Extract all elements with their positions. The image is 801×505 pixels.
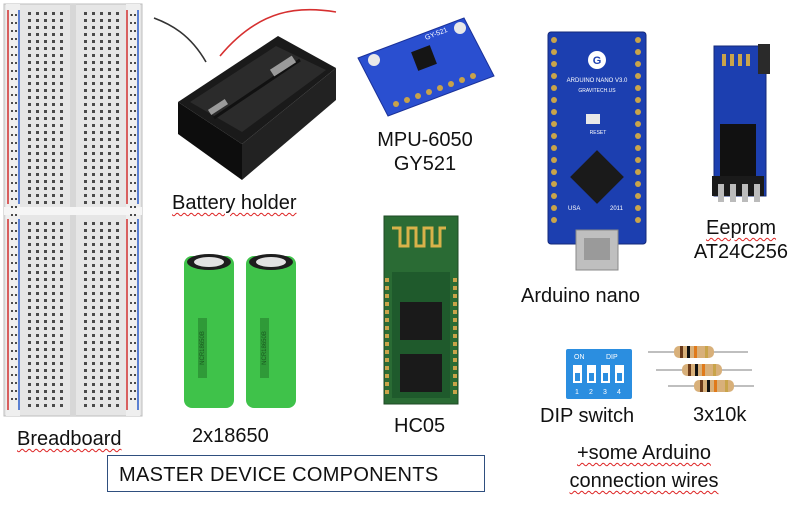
nano-print: ARDUINO NANO V3.0 — [567, 78, 628, 84]
wires-note-line2: connection wires — [569, 470, 719, 492]
mpu6050-label: MPU-6050 GY521 — [368, 128, 482, 176]
mpu6050-label-line1: MPU-6050 — [377, 129, 473, 151]
breadboard-label: Breadboard — [17, 428, 122, 450]
dip-number-3: 3 — [603, 389, 607, 396]
wires-note-line1: +some Arduino — [577, 442, 711, 464]
dip-number-2: 2 — [589, 389, 593, 396]
arduino-nano-label: Arduino nano — [521, 285, 640, 307]
eeprom-image — [708, 44, 772, 204]
mpu6050-image: GY-521 — [352, 12, 498, 120]
nano-year: 2011 — [610, 206, 624, 212]
title-text: MASTER DEVICE COMPONENTS — [119, 464, 439, 486]
arduino-nano-image: G ARDUINO NANO V3.0 GRAVITECH.US RESET U… — [546, 30, 652, 274]
battery-holder-image — [150, 4, 340, 190]
resistors-image — [648, 340, 754, 402]
cell-a-print: NCR18650B — [200, 331, 206, 365]
nano-brand: GRAVITECH.US — [578, 88, 616, 94]
dip-on-text: ON — [574, 354, 585, 361]
eeprom-label-line2: AT24C256 — [693, 241, 789, 263]
resistors-label: 3x10k — [693, 404, 747, 426]
svg-text:G: G — [593, 55, 602, 67]
battery-cells-image: NCR18650B NCR18650B — [178, 248, 306, 410]
dip-switch-image: ON DIP 1 2 3 4 — [566, 349, 632, 399]
nano-usa: USA — [568, 206, 580, 212]
battery-cells-label: 2x18650 — [192, 425, 269, 447]
dip-number-4: 4 — [617, 389, 621, 396]
dip-dip-text: DIP — [606, 354, 618, 361]
title-box: MASTER DEVICE COMPONENTS — [107, 455, 485, 492]
breadboard-image — [3, 3, 143, 417]
mpu6050-label-line2: GY521 — [393, 153, 457, 175]
battery-holder-label: Battery holder — [172, 192, 297, 214]
nano-reset: RESET — [590, 130, 607, 136]
dip-number-1: 1 — [575, 389, 579, 396]
dip-switch-label: DIP switch — [540, 405, 635, 427]
eeprom-label-line1: Eeprom — [705, 217, 777, 239]
hc05-image — [378, 212, 462, 408]
hc05-label: HC05 — [394, 415, 446, 437]
cell-b-print: NCR18650B — [262, 331, 268, 365]
eeprom-label: Eeprom AT24C256 — [684, 216, 798, 264]
wires-note: +some Arduino connection wires — [548, 441, 740, 493]
